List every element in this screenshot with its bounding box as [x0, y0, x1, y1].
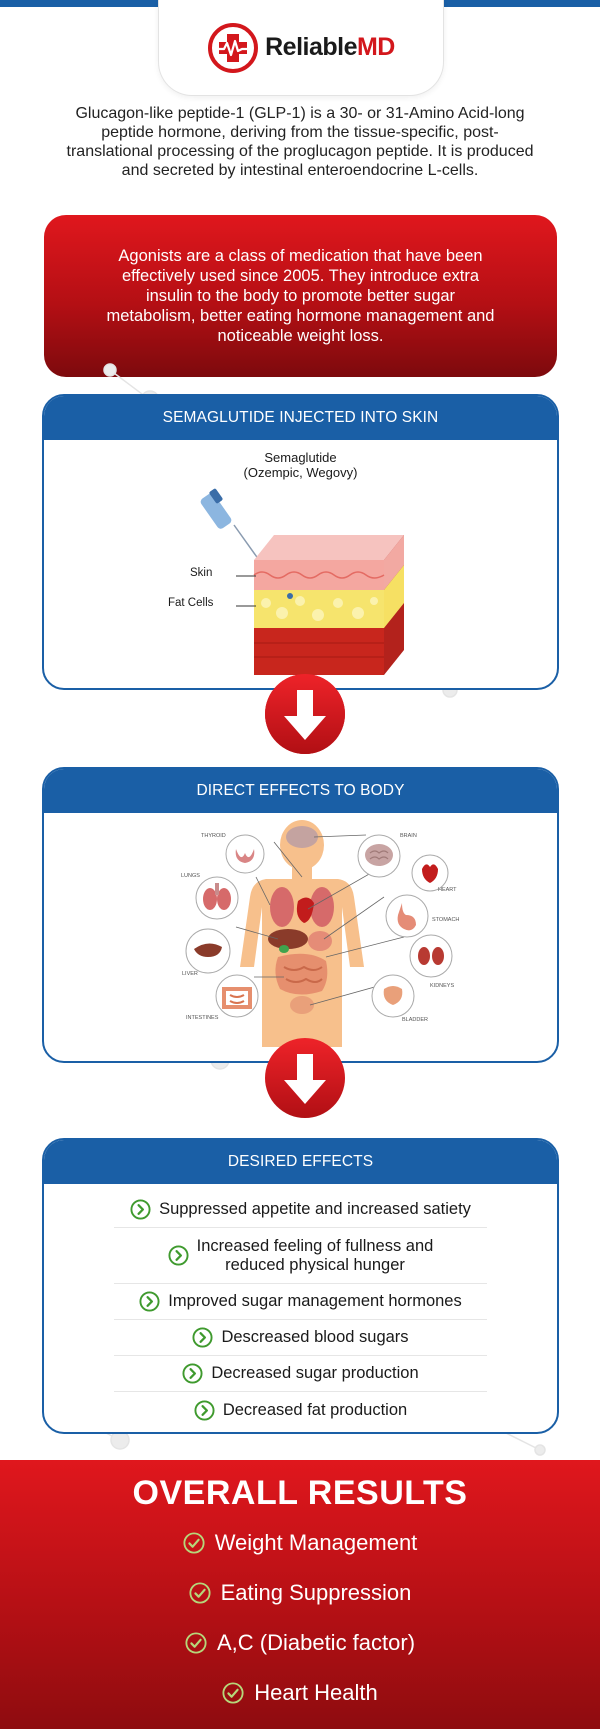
organ-label-liver: LIVER: [182, 971, 198, 977]
panel-title: DESIRED EFFECTS: [44, 1140, 557, 1184]
overall-result-text: A,C (Diabetic factor): [216, 1630, 416, 1655]
organ-label-heart: HEART: [438, 887, 457, 893]
desired-effect-item: Decreased fat production: [114, 1392, 487, 1428]
desired-effect-text: Descreased blood sugars: [221, 1328, 408, 1347]
brand-name-part2: MD: [356, 33, 395, 61]
desired-effect-text: Decreased fat production: [223, 1401, 407, 1420]
desired-effects-panel: DESIRED EFFECTS Suppressed appetite and …: [42, 1138, 559, 1434]
organ-label-brain: BRAIN: [400, 833, 417, 839]
drug-name: Semaglutide: [264, 450, 337, 465]
bladder-icon: [371, 974, 415, 1018]
brand-name: ReliableMD: [265, 33, 395, 62]
desired-effect-text: Improved sugar management hormones: [168, 1292, 462, 1311]
human-organs-illustration: [235, 820, 405, 1047]
organ-label-bladder: BLADDER: [402, 1017, 428, 1023]
organ-label-thyroid: THYROID: [201, 833, 226, 839]
chevron-circle-icon: [182, 1363, 203, 1384]
desired-effects-list: Suppressed appetite and increased satiet…: [44, 1184, 557, 1428]
drug-brands: (Ozempic, Wegovy): [243, 465, 358, 480]
desired-effect-item: Decreased sugar production: [114, 1356, 487, 1392]
organ-label-intestines: INTESTINES: [186, 1015, 219, 1021]
agonists-callout: Agonists are a class of medication that …: [44, 215, 557, 377]
intro-paragraph: Glucagon-like peptide-1 (GLP-1) is a 30-…: [66, 105, 534, 179]
chevron-circle-icon: [168, 1245, 189, 1266]
panel-title: DIRECT EFFECTS TO BODY: [44, 769, 557, 813]
chevron-circle-icon: [139, 1291, 160, 1312]
chevron-circle-icon: [192, 1327, 213, 1348]
check-circle-icon: [185, 1632, 207, 1654]
down-arrow-icon: [265, 1038, 345, 1118]
overall-result-item: A,C (Diabetic factor): [0, 1630, 600, 1656]
desired-effect-line1: Improved sugar management hormones: [168, 1292, 462, 1310]
desired-effect-item: Descreased blood sugars: [114, 1320, 487, 1356]
check-circle-icon: [222, 1682, 244, 1704]
desired-effect-line1: Decreased sugar production: [211, 1364, 419, 1382]
panel-title: SEMAGLUTIDE INJECTED INTO SKIN: [44, 396, 557, 440]
brand-name-part1: Reliable: [265, 33, 357, 61]
heart-icon: [411, 854, 449, 892]
brain-icon: [357, 834, 401, 878]
chevron-circle-icon: [194, 1399, 215, 1421]
skin-injection-illustration: [200, 488, 404, 675]
overall-result-text: Eating Suppression: [220, 1580, 412, 1605]
logo-card: ReliableMD: [158, 0, 444, 96]
overall-result-item: Weight Management: [0, 1530, 600, 1556]
desired-effect-item: Suppressed appetite and increased satiet…: [114, 1192, 487, 1228]
desired-effect-line2: reduced physical hunger: [225, 1255, 405, 1274]
medical-cross-logo-icon: [208, 22, 259, 73]
overall-result-item: Heart Health: [0, 1680, 600, 1706]
desired-effect-line1: Suppressed appetite and increased satiet…: [159, 1200, 471, 1218]
overall-result-item: Eating Suppression: [0, 1580, 600, 1606]
check-circle-icon: [183, 1532, 205, 1554]
desired-effect-text: Suppressed appetite and increased satiet…: [159, 1200, 471, 1219]
lungs-icon: [195, 876, 239, 920]
desired-effect-text: Decreased sugar production: [211, 1364, 418, 1383]
kidneys-icon: [409, 934, 453, 978]
overall-result-text: Heart Health: [254, 1680, 378, 1705]
desired-effect-line1: Descreased blood sugars: [221, 1328, 409, 1346]
agonists-text: Agonists are a class of medication that …: [106, 247, 495, 345]
chevron-circle-icon: [130, 1199, 151, 1220]
overall-results-title: OVERALL RESULTS: [132, 1474, 468, 1512]
semaglutide-injection-panel: SEMAGLUTIDE INJECTED INTO SKIN Semagluti…: [42, 394, 559, 690]
check-circle-icon: [189, 1582, 211, 1604]
intestines-icon: [215, 974, 259, 1018]
direct-effects-panel: DIRECT EFFECTS TO BODY: [42, 767, 559, 1063]
desired-effect-line1: Increased feeling of fullness and: [196, 1236, 434, 1255]
stomach-icon: [385, 894, 429, 938]
skin-label: Skin: [190, 567, 213, 579]
organ-label-lungs: LUNGS: [181, 873, 200, 879]
organ-label-stomach: STOMACH: [432, 917, 460, 923]
fat-cells-label: Fat Cells: [168, 597, 214, 609]
desired-effect-line1: Decreased fat production: [222, 1400, 408, 1419]
liver-icon: [185, 928, 231, 974]
overall-result-text: Weight Management: [214, 1530, 418, 1555]
thyroid-icon: [225, 834, 265, 874]
desired-effect-item: Improved sugar management hormones: [114, 1284, 487, 1320]
organ-label-kidneys: KIDNEYS: [430, 983, 455, 989]
down-arrow-icon: [265, 674, 345, 754]
